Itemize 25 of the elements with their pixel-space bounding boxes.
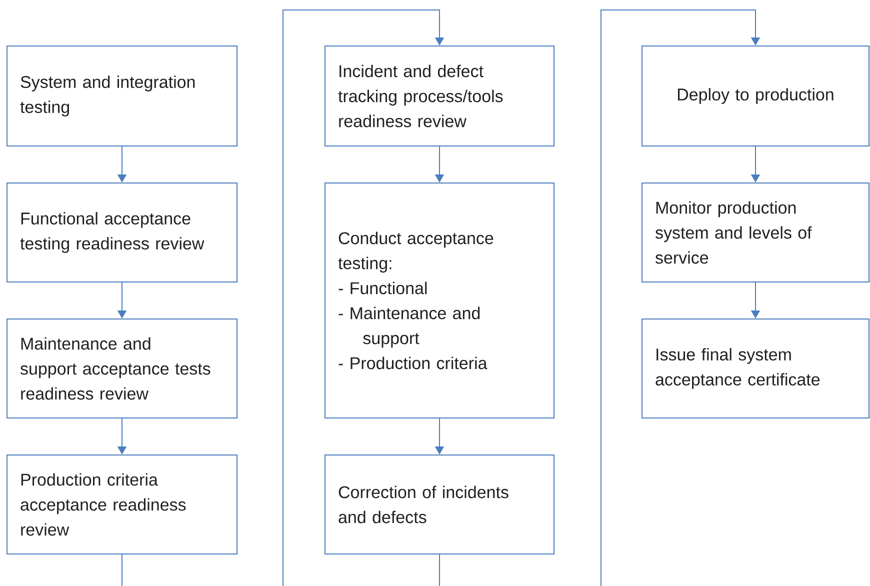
- process-box: [642, 46, 870, 146]
- process-box: [642, 182, 870, 282]
- process-box: [6, 182, 238, 282]
- box-text: Maintenance and support acceptance tests readiness review: [20, 337, 210, 400]
- box-text: Incident and defect tracking process/tools readiness review: [338, 64, 503, 128]
- box-text: Production criteria acceptance readiness review: [20, 473, 186, 536]
- arrow: [439, 10, 760, 586]
- list-item: - Production criteria: [338, 356, 488, 370]
- box-text: Issue final system acceptance certificate: [656, 348, 820, 389]
- box-text: System and integration testing: [20, 76, 195, 116]
- box-text: Conduct acceptance testing:: [338, 232, 494, 273]
- process-box: [642, 318, 870, 418]
- box-text: Functional acceptance testing readiness review: [20, 212, 204, 253]
- box-text: Correction of incidents and defects: [338, 486, 508, 524]
- process-box: [324, 454, 554, 554]
- process-box: [324, 46, 554, 146]
- box-text: Monitor production system and levels of service: [655, 201, 812, 264]
- list-item: - Maintenance and support: [338, 306, 480, 348]
- arrow: [122, 10, 444, 586]
- process-box: [6, 454, 238, 554]
- process-box: [6, 46, 238, 146]
- process-box: [324, 182, 554, 418]
- process-box: [6, 318, 238, 418]
- list-item: - Functional: [338, 282, 427, 294]
- box-text: Deploy to production: [678, 88, 834, 104]
